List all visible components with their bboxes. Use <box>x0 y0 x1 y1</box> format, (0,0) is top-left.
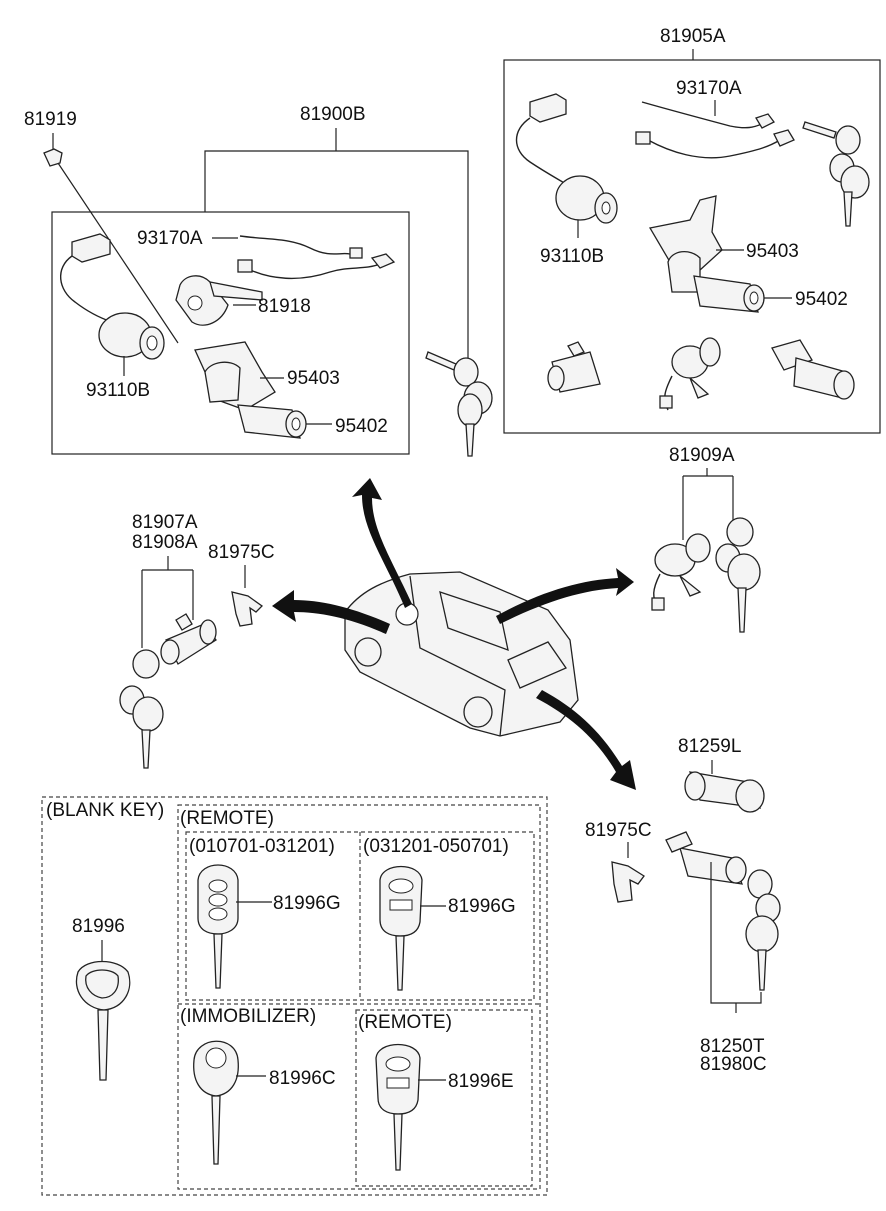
key-icon <box>425 351 493 457</box>
label-93110b-right: 93110B <box>540 246 604 267</box>
key-icon <box>193 1040 239 1165</box>
key-icon <box>75 960 131 1081</box>
group-81909a: 81909A <box>651 445 761 633</box>
lock-cover-icon <box>684 771 765 813</box>
key-icon <box>802 121 870 227</box>
keys-inner-box <box>177 804 541 1190</box>
label-range-2: (031201-050701) <box>363 836 509 857</box>
wire-harness-icon <box>237 235 396 280</box>
remote-key-icon <box>379 866 423 991</box>
screw-icon <box>43 148 63 167</box>
label-81919: 81919 <box>24 109 77 130</box>
arrow-to-tailgate-lock <box>536 690 636 790</box>
door-lock-icon <box>659 337 721 411</box>
label-81996e: 81996E <box>448 1071 514 1092</box>
label-93170a-left: 93170A <box>137 228 203 249</box>
label-95403-right: 95403 <box>746 241 799 262</box>
label-93170a-right: 93170A <box>676 78 742 99</box>
group-81907a: 81907A 81908A 81975C <box>119 512 275 769</box>
ignition-set-right: 81905A 93110B 93170A <box>503 26 881 434</box>
keys-section: (BLANK KEY) (REMOTE) (010701-031201) (03… <box>41 796 548 1196</box>
clip-icon <box>231 591 264 627</box>
arrow-to-door-lock <box>272 590 390 634</box>
label-81975c-left: 81975C <box>208 542 275 563</box>
arrows <box>272 478 636 790</box>
key-icon <box>745 869 781 991</box>
key-icon <box>119 649 164 769</box>
ignition-set-left-box <box>51 211 410 455</box>
label-81908a: 81908A <box>132 532 198 553</box>
ignition-cylinder-icon <box>98 312 165 360</box>
leader-81919-long <box>57 162 179 344</box>
bracket-81900b <box>204 128 469 360</box>
label-95403-left: 95403 <box>287 368 340 389</box>
key-icon <box>715 517 761 633</box>
label-remote-top: (REMOTE) <box>180 808 274 829</box>
label-81900b: 81900B <box>300 104 366 125</box>
group-81259l: 81259L 81975C 81250T 81980C <box>585 736 781 1075</box>
steering-lock-body-icon <box>648 195 723 293</box>
wire-harness-icon <box>635 101 795 159</box>
label-remote-bottom: (REMOTE) <box>358 1012 452 1033</box>
door-lock-icon <box>771 339 855 400</box>
arrow-to-rear-lock <box>496 568 634 624</box>
door-lock-icon <box>651 533 711 611</box>
ignition-cylinder-icon <box>555 175 618 224</box>
keys-outer-box <box>41 796 548 1196</box>
clip-icon <box>611 861 645 903</box>
label-range-1: (010701-031201) <box>189 836 335 857</box>
key-cylinder-icon <box>693 275 765 313</box>
remote-bottom-box <box>355 1009 533 1187</box>
label-81905a: 81905A <box>660 26 726 47</box>
door-lock-icon <box>665 831 747 885</box>
arrow-to-ignition <box>352 478 412 608</box>
label-81996g-a: 81996G <box>273 893 341 914</box>
ignition-set-left: 81900B 81919 93110B 93170A <box>24 104 493 457</box>
door-lock-icon <box>547 341 601 393</box>
label-81909a: 81909A <box>669 445 735 466</box>
bracket-81250t <box>710 862 762 1013</box>
label-blank-key: (BLANK KEY) <box>46 800 164 821</box>
wire-harness-icon <box>515 93 567 185</box>
lock-bracket-icon <box>175 275 263 326</box>
label-immobilizer: (IMMOBILIZER) <box>180 1006 316 1027</box>
key-cylinder-icon <box>237 404 307 439</box>
label-81996: 81996 <box>72 916 125 937</box>
remote-top-box <box>185 831 535 1001</box>
label-81259l: 81259L <box>678 736 741 757</box>
label-95402-right: 95402 <box>795 289 848 310</box>
door-lock-icon <box>160 613 217 665</box>
bracket-81909a <box>682 468 734 540</box>
label-81250t: 81250T <box>700 1036 765 1057</box>
label-93110b-left: 93110B <box>86 380 150 401</box>
steering-lock-body-icon <box>194 341 276 411</box>
label-81975c-right: 81975C <box>585 820 652 841</box>
label-81996c: 81996C <box>269 1068 336 1089</box>
bracket-81907a <box>141 556 194 648</box>
remote-key-icon <box>197 864 239 989</box>
label-81996g-b: 81996G <box>448 896 516 917</box>
wire-harness-icon <box>60 233 113 323</box>
label-81980c: 81980C <box>700 1054 767 1075</box>
label-81907a: 81907A <box>132 512 198 533</box>
label-95402-left: 95402 <box>335 416 388 437</box>
remote-key-icon <box>375 1044 421 1171</box>
label-81918: 81918 <box>258 296 311 317</box>
ignition-set-right-box <box>503 59 881 434</box>
